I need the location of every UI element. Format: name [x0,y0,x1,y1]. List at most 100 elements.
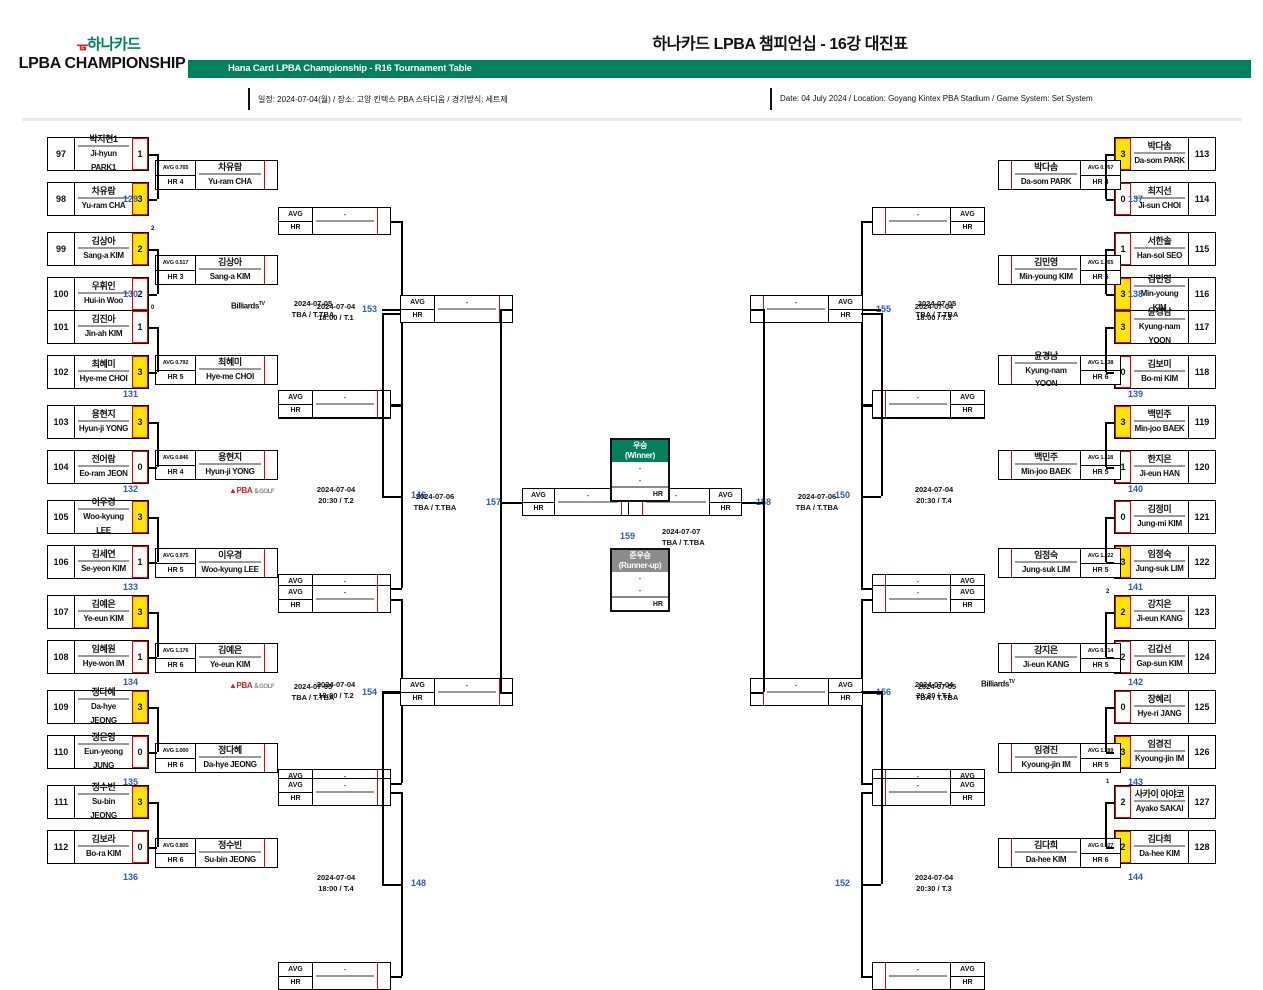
qf-connector [861,221,872,223]
hr-label: HR [533,505,544,513]
bracket-tip [499,296,512,322]
r16-avg: AVG 0.767 [1081,161,1120,176]
player-score: 3 [132,406,148,438]
hana-logo-mark: ᚗ [77,37,88,52]
player-seed: 109 [48,691,75,723]
r16-match-number: 133 [123,582,139,592]
player-score: 1 [132,546,148,578]
avg-label: AVG [951,779,984,793]
player-score: 1 [132,138,148,170]
player-name-en: Ji-hyun PARK1 [90,149,117,172]
sf-time: TBA / T.TBA [291,310,335,319]
r16-horizontal-connector [1106,199,1114,201]
player-name-en: Hyun-ji YONG [78,424,129,433]
player-seed: 108 [48,641,75,673]
player-score: 3 [132,183,148,215]
r16-winner-ko: 박다솜 [1015,162,1077,175]
final-out-line [741,502,763,504]
bracket-tip [873,779,886,805]
sf-out-line [382,692,400,694]
result-empty [316,977,374,988]
r16-match-number: 135 [123,777,139,787]
r16-hr: HR 6 [1092,373,1109,381]
r16-vertical-connector [1105,422,1107,467]
final-feed-line [500,309,513,311]
player-name-en: Su-bin JEONG [90,797,117,820]
result-empty [889,405,947,416]
